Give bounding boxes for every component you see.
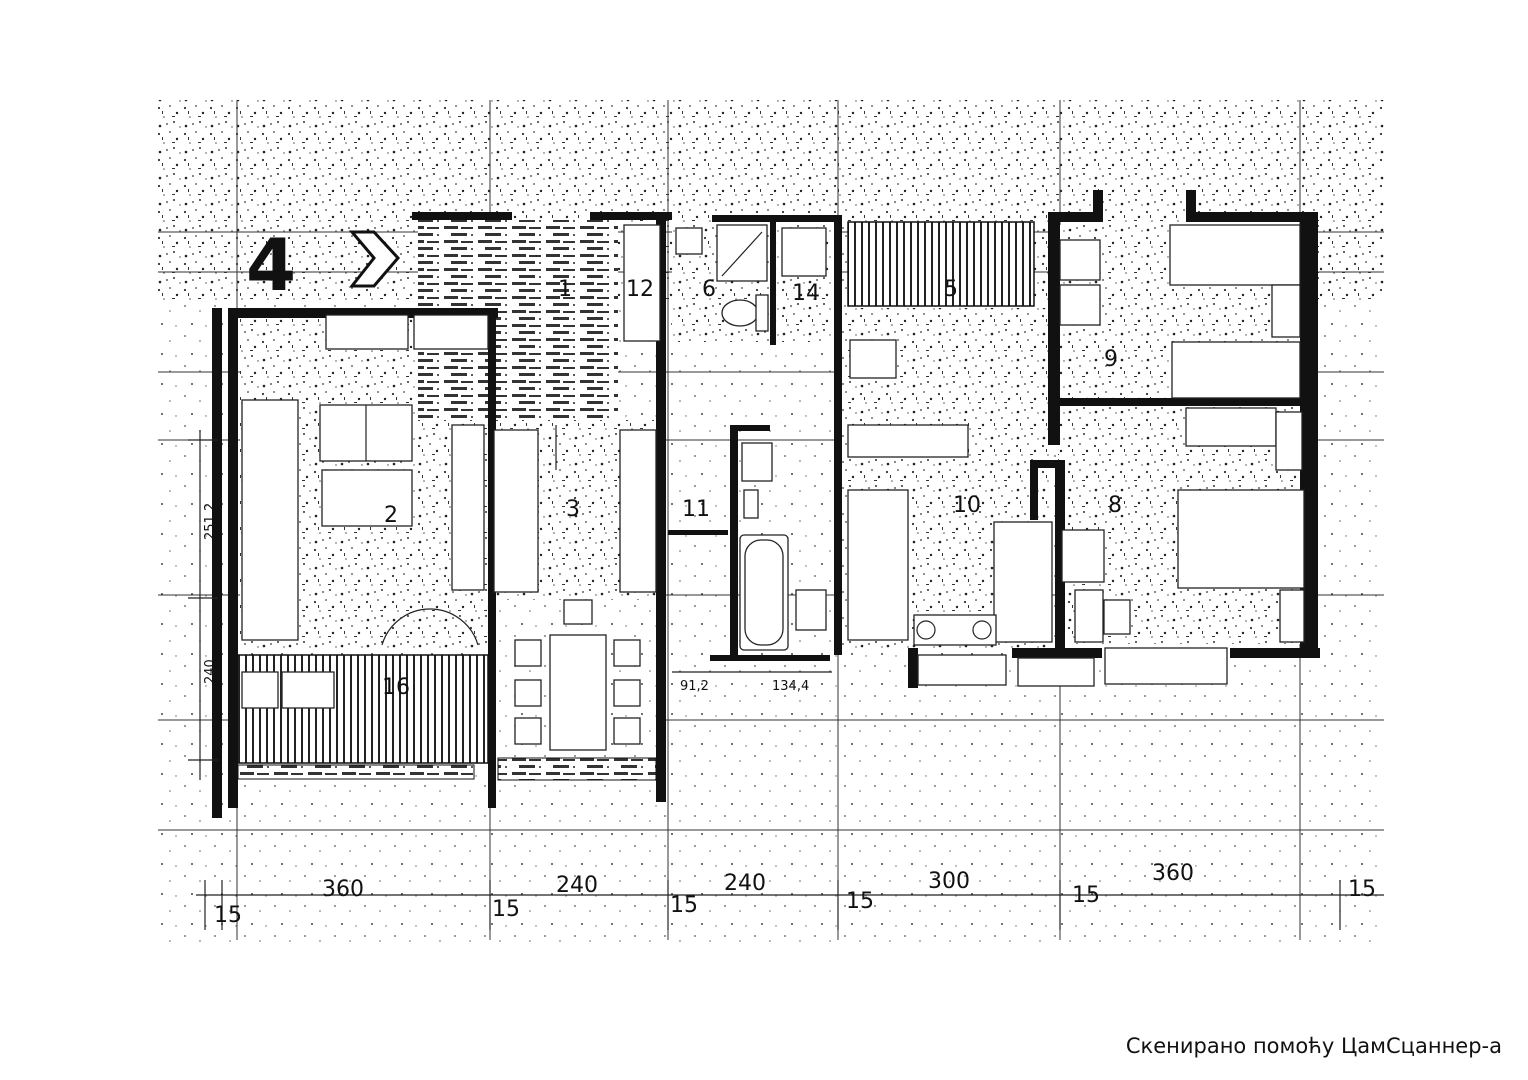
room-label-2: 2 xyxy=(384,503,398,528)
room-label-8: 8 xyxy=(1108,493,1122,518)
floor-number-mark: 4 xyxy=(246,223,401,307)
dim-15-d: 15 xyxy=(846,889,874,914)
walls xyxy=(212,190,1320,818)
room-label-12: 12 xyxy=(626,277,654,302)
scan-watermark: Скенирано помоћу ЦамСцаннер-а xyxy=(1125,1034,1502,1058)
dim-15-e: 15 xyxy=(1072,883,1100,908)
dim-360-left: 360 xyxy=(322,877,364,902)
room-label-16: 16 xyxy=(382,675,410,700)
room-labels: 1 2 3 5 6 8 9 10 11 12 14 16 xyxy=(382,277,1122,700)
dim-360-right: 360 xyxy=(1152,861,1194,886)
room-label-11: 11 xyxy=(682,497,710,522)
dim-240-a: 240 xyxy=(556,873,598,898)
room-5-area xyxy=(847,221,1035,307)
dim-15-f: 15 xyxy=(1348,877,1376,902)
dim-15-a: 15 xyxy=(214,903,242,928)
room-label-6: 6 xyxy=(702,277,716,302)
room-label-3: 3 xyxy=(566,497,580,522)
dim-240-b: 240 xyxy=(724,871,766,896)
balcony-16 xyxy=(235,654,489,764)
dim-134-4: 134,4 xyxy=(772,679,809,694)
room-label-9: 9 xyxy=(1104,347,1118,372)
dim-15-c: 15 xyxy=(670,893,698,918)
direction-arrow-icon xyxy=(348,230,401,288)
dimension-lines xyxy=(188,430,1384,930)
furniture xyxy=(241,224,1305,751)
dimension-labels: 360 240 240 300 360 15 15 15 15 15 15 25… xyxy=(203,503,1376,928)
dim-240-vertical: 240 xyxy=(203,659,218,684)
dim-15-b: 15 xyxy=(492,897,520,922)
dim-300: 300 xyxy=(928,869,970,894)
dim-251-2: 251,2 xyxy=(203,503,218,540)
room-label-1: 1 xyxy=(558,277,572,302)
room-label-10: 10 xyxy=(953,493,981,518)
floor-number: 4 xyxy=(246,223,296,307)
dim-91-2: 91,2 xyxy=(680,679,709,694)
balcony-3-rail xyxy=(497,757,657,781)
balcony-16-rail xyxy=(237,764,475,780)
room-label-14: 14 xyxy=(792,281,820,306)
lower-outdoor-area xyxy=(158,820,1384,942)
room-label-5: 5 xyxy=(944,277,958,302)
